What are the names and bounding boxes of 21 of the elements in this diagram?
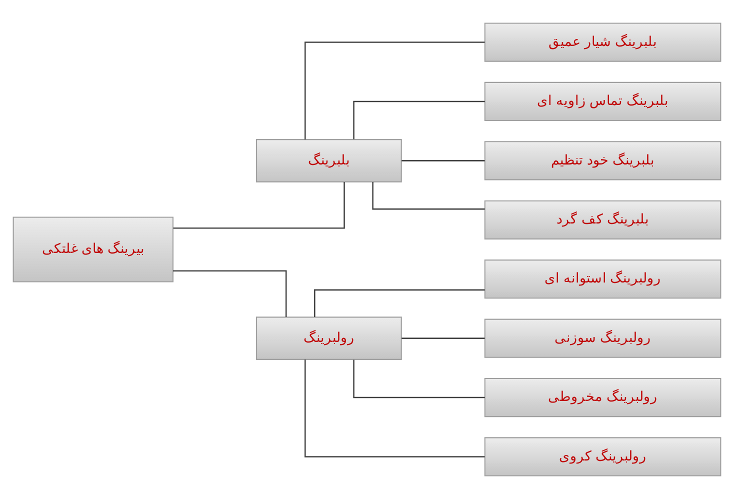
connector <box>304 41 484 140</box>
connector <box>304 358 484 457</box>
connector <box>352 359 484 398</box>
node-box: بلبرینگ تماس زاویه ای <box>484 81 721 121</box>
node-box: رولبرینگ استوانه ای <box>484 259 721 298</box>
node-box: بیرینگ های غلتکی <box>12 216 173 282</box>
connector <box>172 182 344 228</box>
node-box: رولبرینگ کروی <box>484 436 721 476</box>
connector <box>372 182 484 210</box>
node-box: رولبرینگ مخروطی <box>484 377 721 417</box>
node-box: رولبرینگ سوزنی <box>484 318 721 358</box>
connector <box>401 160 484 161</box>
node-box: رولبرینگ <box>255 316 402 360</box>
connector <box>314 288 484 316</box>
node-box: بلبرینگ شیار عمیق <box>484 22 721 62</box>
node-box: بلبرینگ کف گرد <box>484 200 721 239</box>
connector <box>172 270 286 316</box>
node-box: بلبرینگ خود تنظیم <box>484 140 721 180</box>
node-box: بلبرینگ <box>255 138 402 182</box>
connector <box>352 100 484 139</box>
connector <box>401 337 484 338</box>
